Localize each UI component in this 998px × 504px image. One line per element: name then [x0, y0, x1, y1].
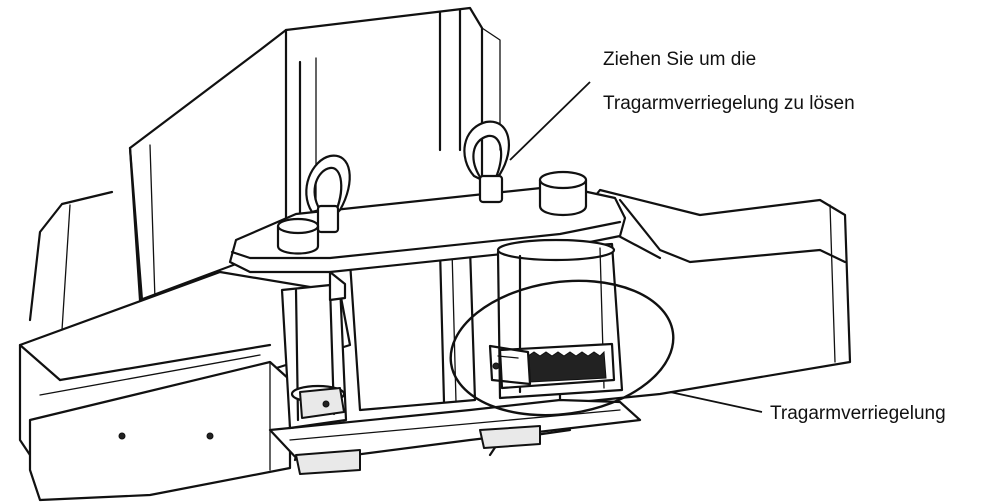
arm-lock-gear — [488, 342, 616, 390]
arm-lock-highlight-ellipse — [449, 279, 675, 417]
callout-arm-lock: Tragarmverriegelung — [770, 403, 946, 424]
left-arm-tube — [18, 270, 352, 502]
lift-column — [28, 6, 501, 331]
pull-ring-left[interactable] — [305, 154, 351, 234]
leader-line-pull-release — [509, 81, 591, 161]
left-pin-assembly — [280, 282, 348, 430]
callout-pull-release-line1: Ziehen Sie um die — [603, 49, 757, 70]
leader-line-arm-lock — [669, 391, 763, 413]
right-pivot-cap — [538, 170, 588, 216]
callout-pull-release-line2: Tragarmverriegelung zu lösen — [603, 93, 855, 114]
pull-ring-right[interactable] — [463, 120, 510, 204]
center-block — [348, 246, 477, 412]
left-pivot-cap — [276, 217, 320, 255]
